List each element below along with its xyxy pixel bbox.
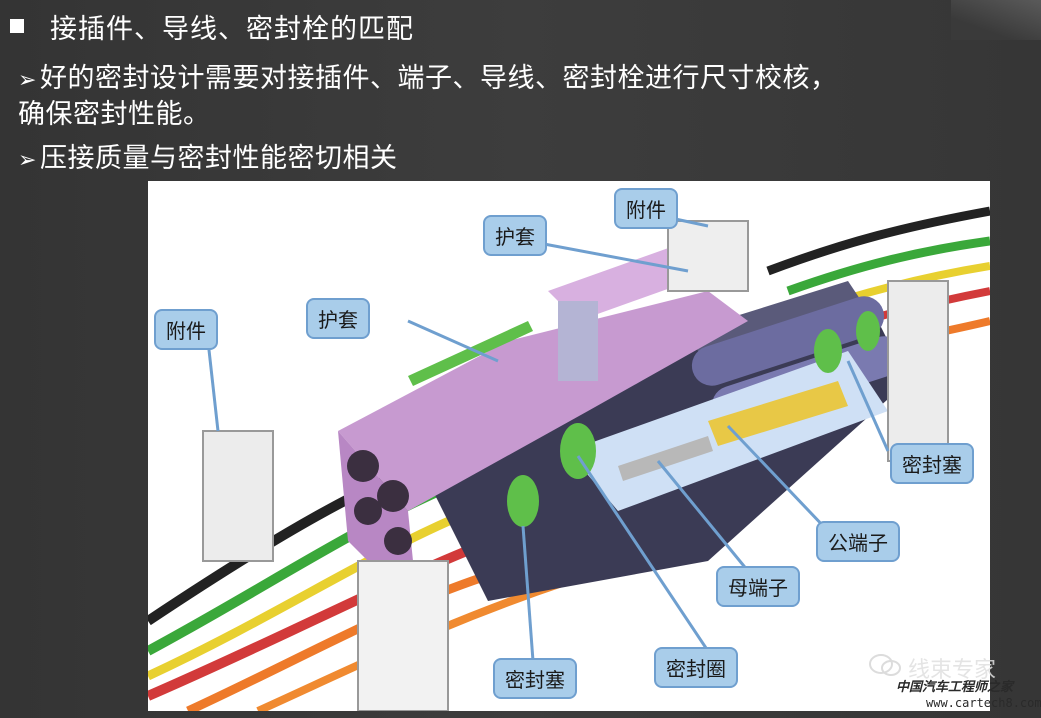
callout-seal-ring: 密封圈 (654, 647, 738, 688)
callout-seal-plug-right: 密封塞 (890, 443, 974, 484)
arrow-bullet-icon: ➢ (18, 148, 37, 173)
slide-title: 接插件、导线、密封栓的匹配 (50, 13, 414, 45)
watermark-subtitle: 中国汽车工程师之家 (896, 680, 1014, 695)
bullet-text: 压接质量与密封性能密切相关 (40, 143, 398, 174)
callout-sheath-left: 护套 (306, 298, 370, 339)
connector-diagram: 附件 附件 护套 护套 密封塞 公端子 母端子 密封圈 密封塞 (148, 181, 990, 711)
chat-bubble-icon (869, 654, 901, 676)
bullet-text: 确保密封性能。 (18, 99, 211, 130)
slide-title-row: 接插件、导线、密封栓的匹配 (10, 6, 414, 46)
square-bullet-icon (10, 19, 24, 33)
corner-accent (951, 0, 1041, 40)
bullet-1-line-1: ➢好的密封设计需要对接插件、端子、导线、密封栓进行尺寸校核， (18, 62, 838, 98)
bullet-2: ➢压接质量与密封性能密切相关 (18, 142, 398, 178)
watermark-title: 线束专家 (908, 658, 997, 683)
callout-female-terminal: 母端子 (716, 566, 800, 607)
callout-accessory-top: 附件 (614, 188, 678, 229)
callout-male-terminal: 公端子 (816, 521, 900, 562)
callout-accessory-left: 附件 (154, 309, 218, 350)
watermark: 线束专家 中国汽车工程师之家 www.cartech8.com (868, 652, 1041, 714)
callout-seal-plug-bottom: 密封塞 (493, 658, 577, 699)
connector-illustration (148, 206, 990, 711)
bullet-text: 好的密封设计需要对接插件、端子、导线、密封栓进行尺寸校核， (40, 63, 838, 94)
arrow-bullet-icon: ➢ (18, 68, 37, 93)
bullet-1-line-2: 确保密封性能。 (18, 98, 211, 132)
callout-sheath-top: 护套 (483, 215, 547, 256)
watermark-url: www.cartech8.com (926, 696, 1041, 710)
